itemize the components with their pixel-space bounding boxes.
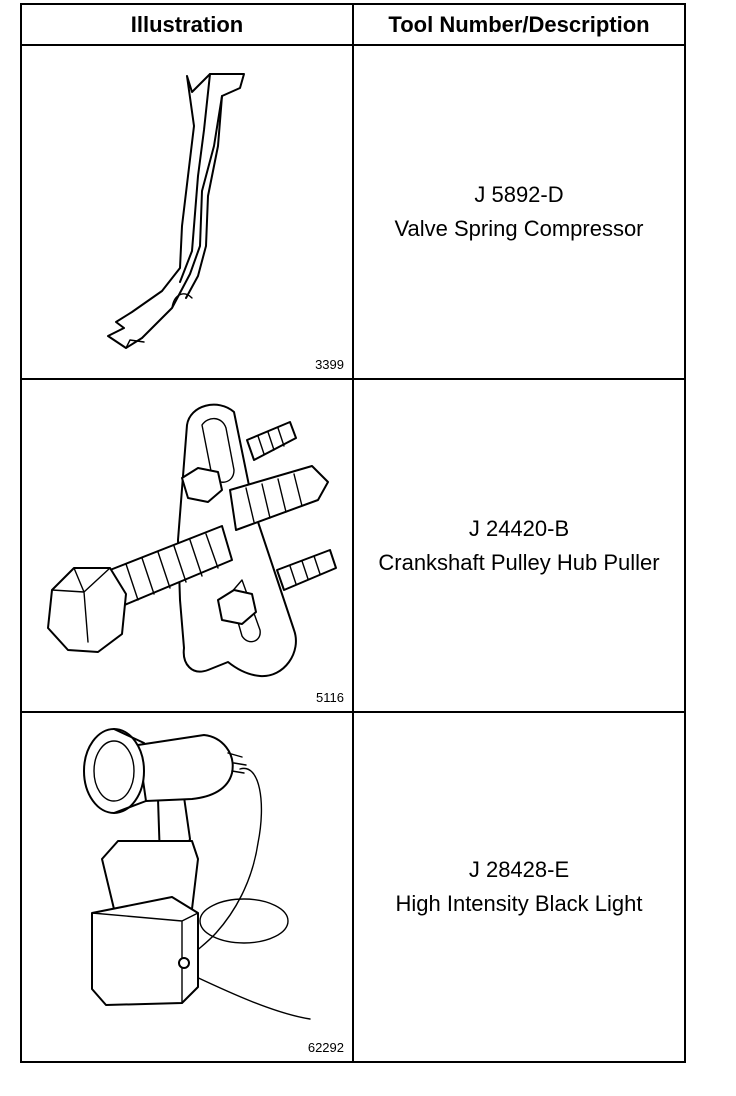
tool-description: Valve Spring Compressor	[394, 216, 644, 241]
hub-puller-illustration: 5116	[22, 380, 352, 711]
tool-description: Crankshaft Pulley Hub Puller	[378, 549, 660, 575]
column-divider	[352, 5, 354, 1061]
black-light-illustration: 62292	[22, 713, 352, 1061]
figure-number: 62292	[307, 1040, 344, 1055]
tool-description-cell: J 24420-B Crankshaft Pulley Hub Puller	[354, 380, 684, 711]
hub-puller-icon	[47, 403, 337, 678]
valve-spring-compressor-illustration: 3399	[22, 46, 352, 378]
figure-number: 5116	[316, 690, 344, 705]
tool-description: High Intensity Black Light	[395, 891, 643, 916]
row-divider	[22, 378, 684, 380]
figure-number: 3399	[315, 357, 344, 372]
tool-table: Illustration Tool Number/Description 339…	[20, 3, 686, 1063]
header-tool-description: Tool Number/Description	[388, 11, 650, 37]
tool-number: J 28428-E	[468, 857, 570, 882]
black-light-icon	[83, 728, 311, 1020]
header-illustration: Illustration	[130, 11, 244, 37]
tool-number: J 5892-D	[474, 182, 564, 207]
tool-number: J 24420-B	[468, 515, 570, 541]
valve-spring-compressor-icon	[107, 73, 245, 349]
header-divider	[22, 44, 684, 46]
tool-description-cell: J 28428-E High Intensity Black Light	[354, 713, 684, 1061]
row-divider	[22, 711, 684, 713]
tool-description-cell: J 5892-D Valve Spring Compressor	[354, 46, 684, 378]
